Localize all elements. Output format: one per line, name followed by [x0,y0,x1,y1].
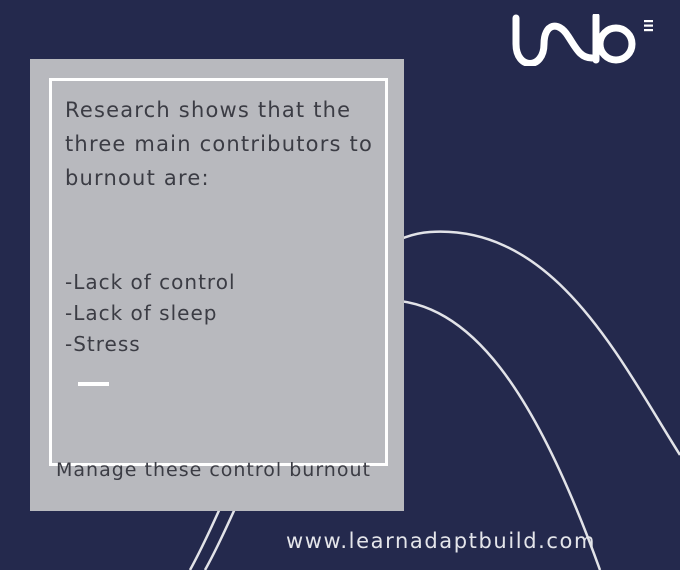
card-border-frame [49,78,388,466]
menu-icon [644,20,653,23]
content-card: Research shows that the three main contr… [30,59,404,511]
card-footer-text: Manage these control burnout [56,459,371,481]
website-url: www.learnadaptbuild.com [286,529,597,553]
list-item: -Stress [65,332,141,356]
contributors-list: -Lack of control -Lack of sleep -Stress [65,267,236,360]
intro-text: Research shows that the three main contr… [65,98,374,190]
brand-logo [512,14,653,66]
list-item: -Lack of control [65,270,236,294]
accent-dash [78,382,109,386]
list-item: -Lack of sleep [65,301,218,325]
